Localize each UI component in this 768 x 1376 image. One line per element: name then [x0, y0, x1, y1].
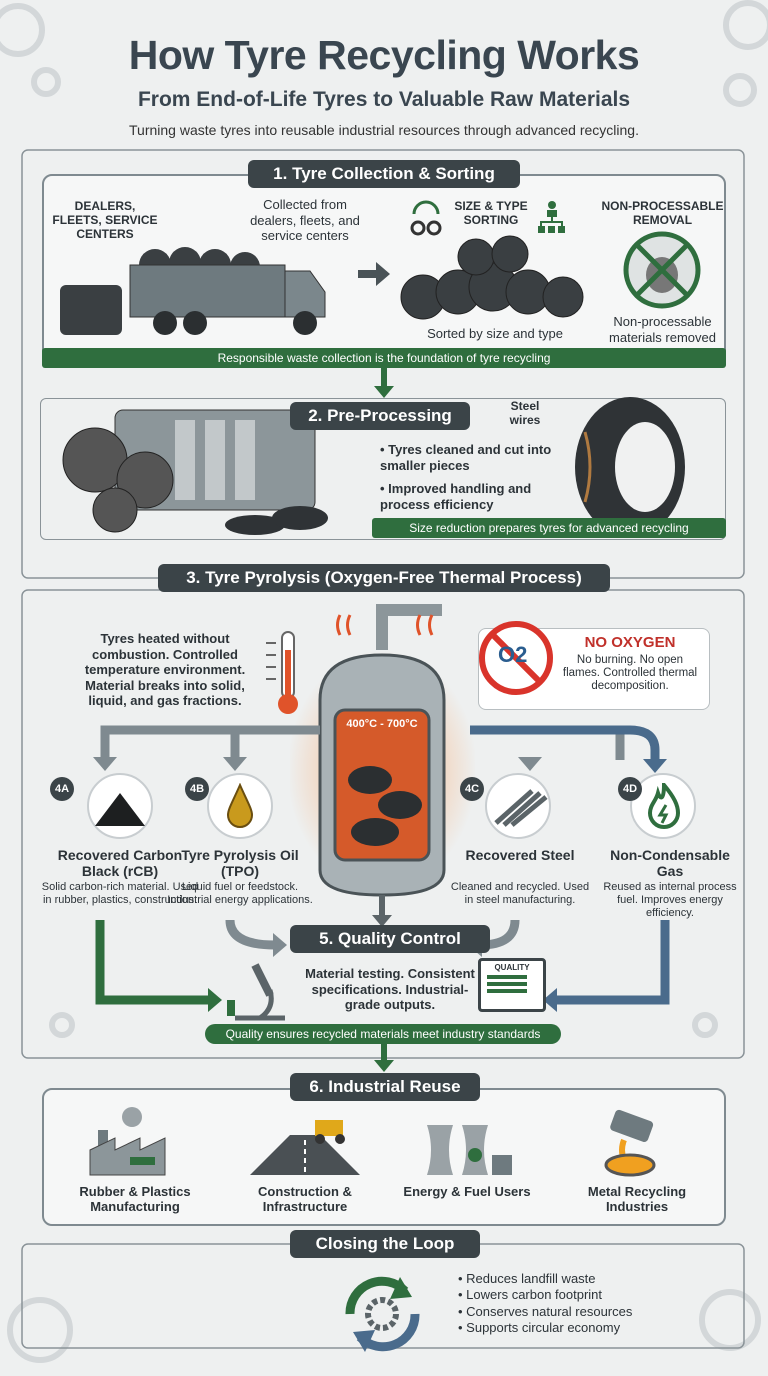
gear-icon	[31, 67, 61, 97]
oil-drop-icon	[226, 783, 254, 828]
bullet-item: Conserves natural resources	[458, 1304, 632, 1320]
gear-icon	[0, 3, 45, 57]
qc-band: Quality ensures recycled materials meet …	[205, 1024, 561, 1044]
circular-economy-icon	[345, 1276, 420, 1352]
preprocessing-bullets: Tyres cleaned and cut into smaller piece…	[380, 442, 555, 512]
bullet-item: Tyres cleaned and cut into smaller piece…	[380, 442, 555, 473]
bullet-item: Supports circular economy	[458, 1320, 632, 1336]
page-title: How Tyre Recycling Works	[128, 32, 640, 78]
gear-icon	[7, 1297, 73, 1363]
output-arrows	[93, 725, 667, 773]
section-5-title: 5. Quality Control	[290, 925, 490, 953]
reuse-label: Construction & Infrastructure	[258, 1184, 352, 1214]
gas-flame-icon	[647, 783, 681, 829]
pyrolysis-description: Tyres heated without combustion. Control…	[84, 631, 246, 709]
page-subtitle: From End-of-Life Tyres to Valuable Raw M…	[137, 88, 631, 111]
output-desc: Liquid fuel or feedstock. Industrial ene…	[167, 881, 313, 907]
badge-4d: 4D	[618, 777, 642, 801]
bullet-item: Lowers carbon footprint	[458, 1287, 632, 1303]
molten-metal-icon	[604, 1109, 656, 1177]
shredder-illustration	[62, 409, 328, 535]
sorting-label: SIZE & TYPE SORTING	[454, 199, 528, 227]
reuse-label: Rubber & Plastics Manufacturing	[79, 1184, 191, 1214]
arrow-down-icon	[374, 1044, 394, 1072]
badge-4c: 4C	[460, 777, 484, 801]
o2-symbol: O2	[498, 642, 528, 667]
tyre-truck-illustration	[60, 247, 326, 335]
gear-icon	[692, 1012, 718, 1038]
pyrolysis-reactor-illustration	[290, 604, 475, 927]
section-preprocessing	[40, 398, 726, 540]
arrow-down-icon	[374, 368, 394, 398]
road-construction-icon	[250, 1120, 360, 1175]
reuse-label: Energy & Fuel Users	[403, 1184, 531, 1199]
collection-band: Responsible waste collection is the foun…	[42, 348, 726, 368]
output-title: Non-Condensable Gas	[610, 847, 730, 880]
truck-icon	[129, 264, 286, 318]
section-6-title: 6. Industrial Reuse	[290, 1073, 480, 1101]
sorted-text: Sorted by size and type	[427, 326, 563, 341]
bullet-item: Improved handling and process efficiency	[380, 481, 555, 512]
thermometer-icon	[266, 631, 298, 714]
output-title: Tyre Pyrolysis Oil (TPO)	[181, 847, 299, 880]
steel-bars-icon	[494, 789, 548, 827]
tyre-cross-section-icon	[575, 397, 685, 537]
reuse-label: Metal Recycling Industries	[587, 1184, 687, 1214]
output-title: Recovered Steel	[465, 847, 575, 863]
hierarchy-icon	[538, 201, 565, 233]
microscope-icon	[227, 963, 285, 1021]
section-3-title: 3. Tyre Pyrolysis (Oxygen-Free Thermal P…	[158, 564, 610, 592]
qc-description: Material testing. Consistent specificati…	[305, 966, 475, 1013]
reuse-item: Energy & Fuel Users	[392, 1105, 542, 1200]
no-oxygen-title: NO OXYGEN	[584, 634, 676, 651]
reuse-item: Construction & Infrastructure	[230, 1105, 380, 1215]
carbon-pile-icon	[95, 793, 145, 826]
output-title: Recovered Carbon Black (rCB)	[57, 847, 183, 880]
closing-loop-title: Closing the Loop	[290, 1230, 480, 1258]
output-desc: Cleaned and recycled. Used in steel manu…	[450, 881, 590, 907]
preprocessing-band: Size reduction prepares tyres for advanc…	[372, 518, 726, 538]
bullet-item: Reduces landfill waste	[458, 1271, 632, 1287]
temperature-range: 400°C - 700°C	[346, 718, 418, 730]
arrow-right-icon	[358, 262, 390, 286]
section-2-title: 2. Pre-Processing	[290, 402, 470, 430]
gear-icon	[723, 73, 757, 107]
output-desc: Solid carbon-rich material. Used in rubb…	[41, 881, 199, 907]
gear-icon	[699, 1289, 761, 1351]
reuse-item: Rubber & Plastics Manufacturing	[60, 1105, 210, 1215]
section-1-title: 1. Tyre Collection & Sorting	[248, 160, 520, 188]
sorted-tyres-illustration	[400, 235, 584, 320]
gear-icon	[723, 0, 768, 50]
quality-monitor-icon: QUALITY	[478, 958, 546, 1012]
collected-text: Collected from dealers, fleets, and serv…	[250, 197, 360, 244]
no-oxygen-icon	[479, 621, 553, 695]
monitor-label: QUALITY	[494, 963, 530, 972]
removal-label: NON-PROCESSABLE REMOVAL	[601, 199, 724, 227]
steel-wires-label: Steel wires	[509, 399, 541, 427]
tagline: Turning waste tyres into reusable indust…	[129, 122, 639, 138]
no-oxygen-text: No burning. No open flames. Controlled t…	[562, 654, 698, 693]
loop-bullets: Reduces landfill waste Lowers carbon foo…	[458, 1271, 632, 1336]
sources-label: DEALERS, FLEETS, SERVICE CENTERS	[52, 199, 158, 241]
power-plant-icon	[427, 1125, 512, 1175]
removed-text: Non-processable materials removed	[609, 314, 716, 345]
no-waste-icon	[623, 231, 701, 309]
badge-4a: 4A	[50, 777, 74, 801]
reuse-item: Metal Recycling Industries	[562, 1105, 712, 1215]
output-desc: Reused as internal process fuel. Improve…	[603, 881, 737, 920]
factory-icon	[89, 1107, 166, 1176]
gear-icon	[49, 1012, 75, 1038]
badge-4b: 4B	[185, 777, 209, 801]
cycle-sort-icon	[410, 200, 442, 236]
tyre-stack-icon	[60, 285, 122, 335]
